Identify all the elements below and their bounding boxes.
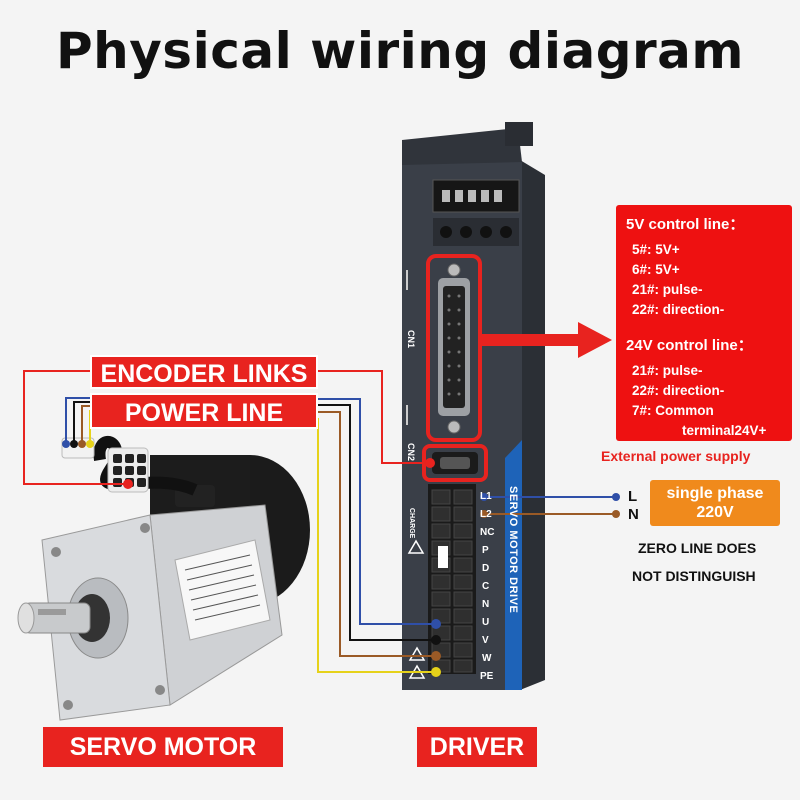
driver-brand-text: SERVO MOTOR DRIVE bbox=[507, 486, 519, 614]
page-title: Physical wiring diagram bbox=[55, 22, 745, 80]
servo-motor-illustration bbox=[17, 436, 310, 721]
cn1-label: CN1 bbox=[406, 330, 416, 349]
terminal-p: P bbox=[482, 545, 489, 556]
servo-motor-label: SERVO MOTOR bbox=[43, 727, 283, 767]
charge-label: CHARGE bbox=[408, 508, 415, 539]
terminal-d: D bbox=[482, 563, 490, 574]
terminal-n: N bbox=[482, 599, 490, 610]
encoder-links-label: ENCODER LINKS bbox=[90, 355, 318, 389]
driver-label: DRIVER bbox=[417, 727, 537, 767]
control-24v-row: 7#: Common bbox=[632, 403, 714, 418]
cn2-label: CN2 bbox=[406, 443, 416, 462]
control-5v-row: 6#: 5V+ bbox=[632, 262, 680, 277]
terminal-c: C bbox=[482, 581, 490, 592]
single-phase-badge: single phase 220V bbox=[650, 480, 780, 526]
line-n-label: N bbox=[628, 506, 639, 523]
terminal-l2: L2 bbox=[480, 509, 492, 520]
phase-line1: single phase bbox=[666, 485, 764, 502]
terminal-w: W bbox=[482, 653, 492, 664]
control-24v-row: terminal24V+ bbox=[682, 423, 767, 438]
terminal-v: V bbox=[482, 635, 489, 646]
control-5v-row: 5#: 5V+ bbox=[632, 242, 680, 257]
control-24v-row: 22#: direction- bbox=[632, 383, 725, 398]
servo-driver-illustration bbox=[402, 122, 545, 690]
zero-line-note: ZERO LINE DOES bbox=[638, 540, 757, 556]
line-l-label: L bbox=[628, 488, 638, 505]
control-5v-row: 22#: direction- bbox=[632, 302, 725, 317]
zero-line-note: NOT DISTINGUISH bbox=[632, 568, 756, 584]
phase-line2: 220V bbox=[696, 504, 734, 521]
terminal-l1: L1 bbox=[480, 491, 492, 502]
terminal-nc: NC bbox=[480, 527, 495, 538]
control-24v-heading: 24V control line： bbox=[626, 337, 753, 354]
control-5v-heading: 5V control line： bbox=[626, 216, 745, 233]
control-24v-row: 21#: pulse- bbox=[632, 363, 703, 378]
terminal-pe: PE bbox=[480, 671, 494, 682]
external-power-label: External power supply bbox=[601, 448, 751, 464]
control-line-box: 5V control line： 5#: 5V+ 6#: 5V+ 21#: pu… bbox=[616, 205, 792, 441]
terminal-u: U bbox=[482, 617, 490, 628]
power-line-label: POWER LINE bbox=[90, 393, 318, 429]
control-5v-row: 21#: pulse- bbox=[632, 282, 703, 297]
